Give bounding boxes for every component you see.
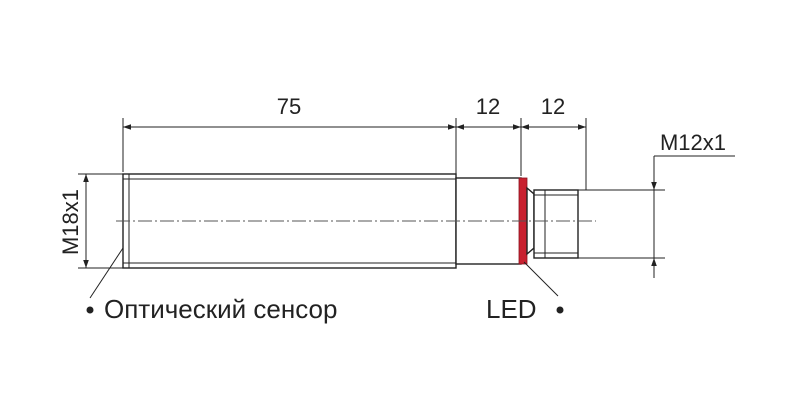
optical-sensor-label: Оптический сенсор [104,294,337,324]
dim-connector-thread: M12x1 [660,130,726,155]
led-label: LED [486,294,537,324]
dimension-lines [83,124,735,278]
optical-sensor-leader [86,247,124,314]
bullet-icon [556,306,564,314]
bullet-icon [86,306,94,314]
dim-connector-length: 12 [541,94,565,119]
dim-rear-length: 12 [476,94,500,119]
dim-body-length: 75 [277,94,301,119]
led-leader [523,261,564,314]
dim-body-thread: M18x1 [58,189,83,255]
